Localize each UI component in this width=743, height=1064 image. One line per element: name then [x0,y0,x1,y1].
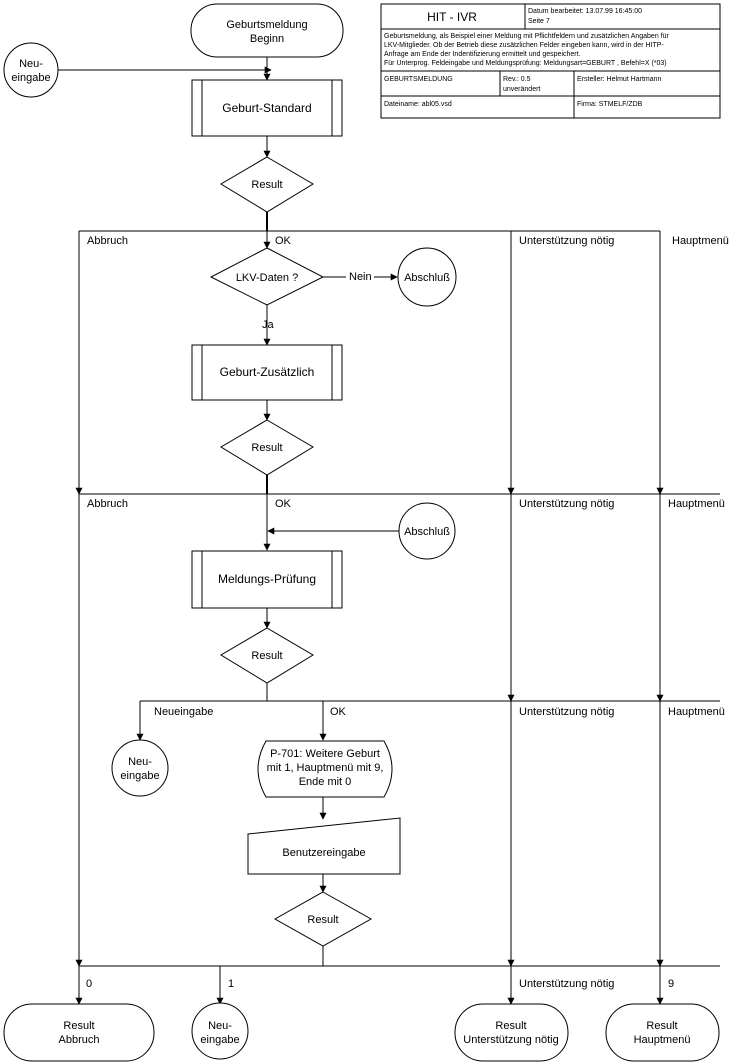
result-decision-1: Result [220,156,314,213]
branch3-hauptmenue: Hauptmenü [668,706,725,718]
end-hauptmenue-terminator: Result Hauptmenü [605,1003,720,1062]
benutzereingabe-input: Benutzereingabe [247,817,401,875]
branch2-abbruch: Abbruch [87,498,128,510]
abschluss-1-label: Abschluß [404,272,450,284]
abschluss-connector-2: Abschluß [398,502,456,560]
p701-display: P-701: Weitere Geburt mit 1, Hauptmenü m… [257,740,393,798]
result-2-label: Result [251,442,282,454]
end-unterstuetzung-line-2: Unterstützung nötig [463,1034,558,1046]
start-line-1: Geburtsmeldung [226,19,307,31]
meldungs-pruefung-label: Meldungs-Prüfung [218,572,316,586]
lkv-ja-label: Ja [262,319,275,331]
branch1-ok: OK [275,235,292,247]
geburt-standard-process [191,79,343,137]
result-decision-4: Result [273,891,373,947]
flow-lines [58,57,720,1005]
end-neueingabe-line-2: eingabe [200,1034,239,1046]
branch4-opt0: 0 [86,978,92,990]
abschluss-connector-1: Abschluß [397,247,457,307]
branch1-hauptmenue: Hauptmenü [672,235,729,247]
end-abbruch-terminator: Result Abbruch [3,1003,155,1062]
header-rev-status: unverändert [503,86,540,93]
lkv-nein-label: Nein [349,271,372,283]
header-company: Firma: STMELF/ZDB [577,101,643,108]
branch4-opt9: 9 [668,978,674,990]
branch4-unterstuetzung: Unterstützung nötig [519,978,614,990]
geburt-standard-label: Geburt-Standard [222,101,311,115]
neueingabe-top-line-2: eingabe [11,72,50,84]
abschluss-2-label: Abschluß [404,526,450,538]
neueingabe-connector-mid: Neu- eingabe [111,739,169,797]
geburt-zusaetzlich-process [191,344,343,401]
end-unterstuetzung-terminator: Result Unterstützung nötig [454,1003,569,1062]
neueingabe-mid-line-2: eingabe [120,770,159,782]
end-neueingabe-line-1: Neu- [208,1020,232,1032]
end-neueingabe-connector: Neu- eingabe [191,1002,249,1060]
neueingabe-top-line-1: Neu- [19,58,43,70]
result-1-label: Result [251,179,282,191]
lkv-daten-label: LKV-Daten ? [236,272,298,284]
start-terminator: Geburtsmeldung Beginn [190,3,344,58]
end-hauptmenue-line-2: Hauptmenü [634,1034,691,1046]
meldungs-pruefung-process [191,550,343,609]
branch1-abbruch: Abbruch [87,235,128,247]
header-section: GEBURTSMELDUNG [384,76,453,83]
header-title: HIT - IVR [427,10,477,24]
end-abbruch-line-2: Abbruch [59,1034,100,1046]
header-edited: Datum bearbeitet: 13.07.99 16:45:00 [528,8,642,15]
header-page: Seite 7 [528,18,550,25]
end-hauptmenue-line-1: Result [646,1020,677,1032]
lkv-daten-decision: LKV-Daten ? [209,247,325,306]
neueingabe-mid-line-1: Neu- [128,756,152,768]
header-desc-2: LKV-Mitglieder. Ob der Betrieb diese zus… [384,42,664,49]
branch3-ok: OK [330,706,347,718]
start-line-2: Beginn [250,33,284,45]
header-desc-1: Geburtsmeldung, als Beispiel einer Meldu… [384,33,669,40]
branch2-hauptmenue: Hauptmenü [668,498,725,510]
header-filename: Dateiname: abl05.vsd [384,101,452,108]
result-decision-3: Result [220,627,314,684]
branch4-opt1: 1 [228,978,234,990]
header-author: Ersteller: Helmut Hartmann [577,76,662,83]
header-desc-4: Für Unterprog. Feldeingabe und Meldungsp… [384,60,667,67]
end-unterstuetzung-line-1: Result [495,1020,526,1032]
branch2-ok: OK [275,498,292,510]
p701-line-2: mit 1, Hauptmenü mit 9, [267,762,384,774]
header-box [380,3,721,119]
header-desc-3: Anfrage am Ende der Indentifizierung erm… [384,51,581,58]
benutzereingabe-label: Benutzereingabe [282,847,365,859]
result-decision-2: Result [220,419,314,476]
geburt-zusaetzlich-label: Geburt-Zusätzlich [220,365,315,379]
p701-line-1: P-701: Weitere Geburt [270,748,380,760]
result-3-label: Result [251,650,282,662]
neueingabe-connector-top: Neu- eingabe [3,42,59,98]
p701-line-3: Ende mit 0 [299,776,352,788]
end-abbruch-line-1: Result [63,1020,94,1032]
result-4-label: Result [307,914,338,926]
header-rev: Rev.: 0.5 [503,76,531,83]
branch2-unterstuetzung: Unterstützung nötig [519,498,614,510]
branch1-unterstuetzung: Unterstützung nötig [519,235,614,247]
branch3-neueingabe: Neueingabe [154,706,213,718]
branch3-unterstuetzung: Unterstützung nötig [519,706,614,718]
